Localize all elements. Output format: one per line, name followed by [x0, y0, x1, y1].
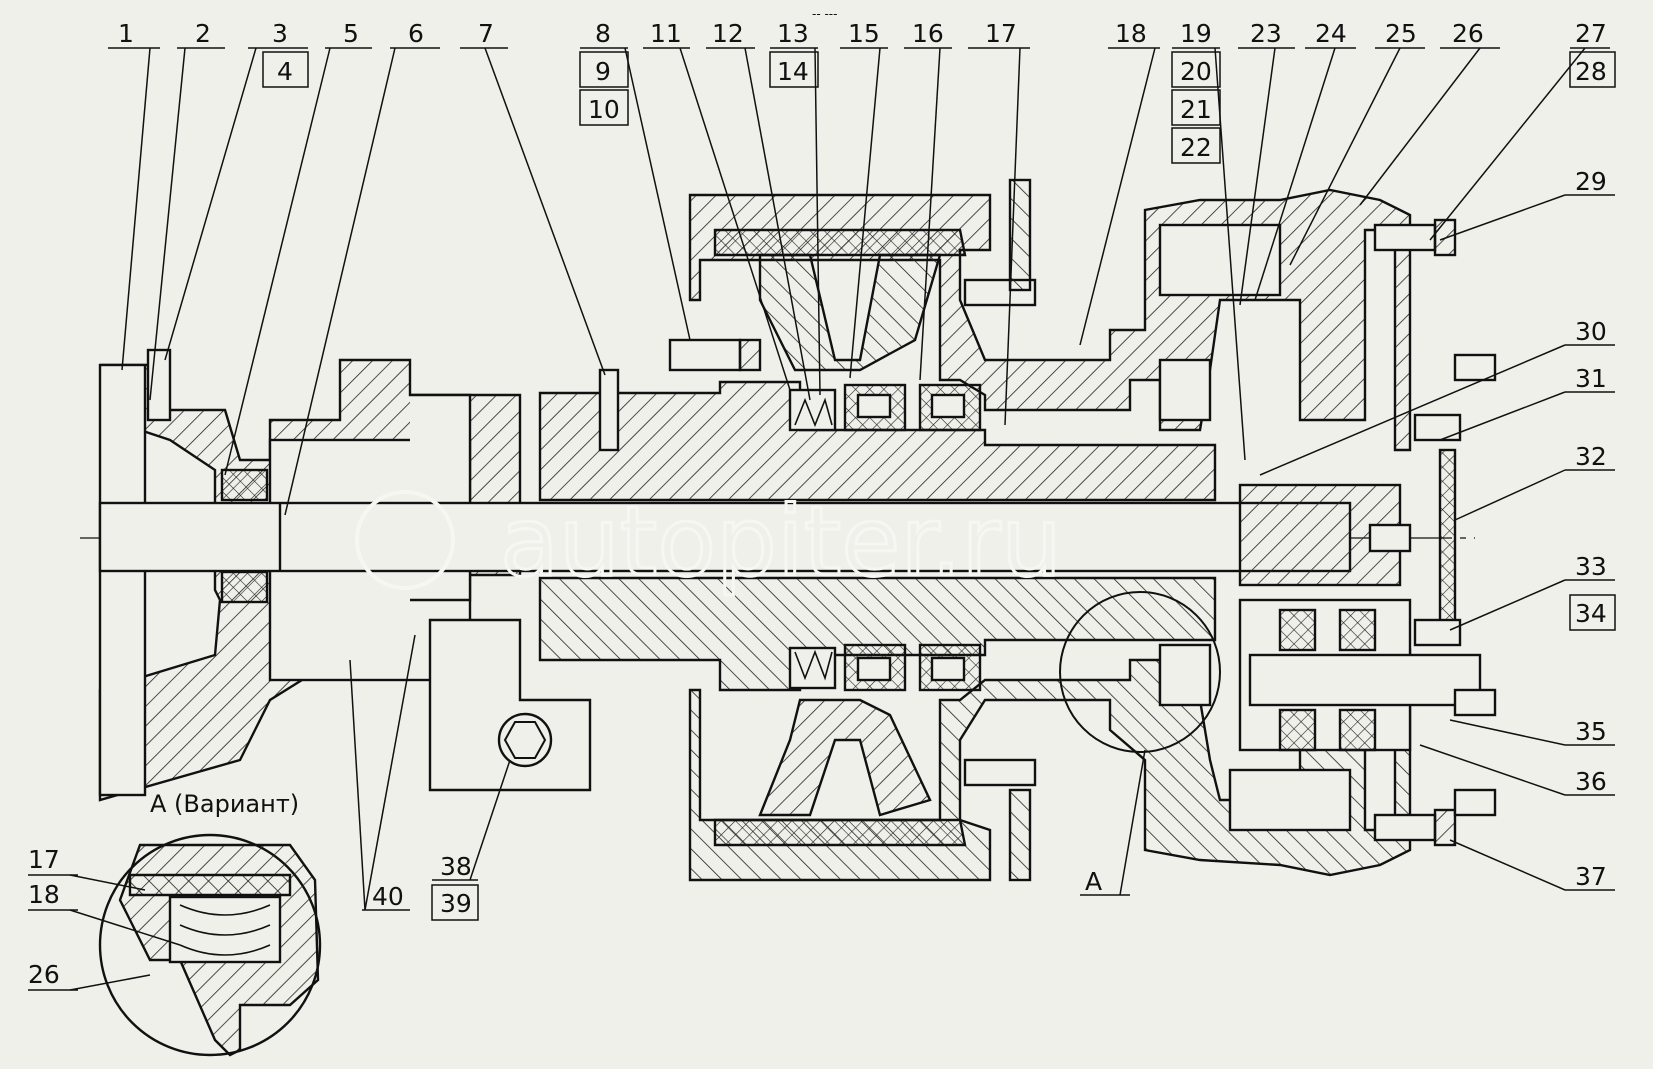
callout-19: 19: [1180, 19, 1212, 48]
callout-boxes: [262, 51, 1616, 921]
bolt-37: [1373, 813, 1437, 842]
callout-9: 9: [595, 57, 611, 86]
pump-bearing-right: [1338, 608, 1377, 652]
callout-29: 29: [1575, 167, 1607, 196]
detail-a-marker: [1059, 591, 1221, 753]
detail-callout-26: 26: [28, 960, 60, 989]
mount-bolt-head: [497, 712, 553, 768]
nut-18-upper: [1158, 358, 1212, 422]
callout-22: 22: [1180, 133, 1212, 162]
bolt-8-head: [738, 338, 762, 372]
callout-24: 24: [1315, 19, 1347, 48]
stud-17-lower: [963, 758, 1037, 787]
callout-23: 23: [1250, 19, 1282, 48]
mount-nut: [503, 721, 547, 759]
gear-web-upper: [758, 253, 942, 372]
gear-housing-upper-cavity: [1158, 223, 1282, 297]
bearing-pair-lower: [843, 643, 982, 692]
callout-18: 18: [1115, 19, 1147, 48]
callout-21: 21: [1180, 95, 1212, 124]
callout-20: 20: [1180, 57, 1212, 86]
output-shaft-bore: [1368, 523, 1412, 553]
stud-right-3: [1453, 788, 1497, 817]
callout-8: 8: [595, 19, 611, 48]
gear-web-lower: [758, 698, 932, 817]
callout-7: 7: [478, 19, 494, 48]
header-mark: -- ---: [812, 7, 837, 21]
bell-flange: [98, 363, 147, 797]
bolt-27: [1373, 223, 1437, 252]
pump-shaft: [1248, 653, 1482, 707]
seal-12-upper: [788, 388, 837, 432]
gear-housing-lower-cavity: [1228, 768, 1352, 832]
seal-12-upper-lips: [794, 397, 833, 428]
callout-6: 6: [408, 19, 424, 48]
detail-a-circle: [98, 833, 322, 1057]
callout-1: 1: [118, 19, 134, 48]
pump-bearing-left-b: [1278, 708, 1317, 752]
pin-7: [598, 368, 620, 452]
end-cover: [1438, 448, 1457, 632]
callout-10: 10: [588, 95, 620, 124]
callout-15: 15: [848, 19, 880, 48]
stud-right-2: [1453, 688, 1497, 717]
callout-40: 40: [372, 882, 404, 911]
detail-a-nut: [168, 895, 282, 964]
callout-30: 30: [1575, 317, 1607, 346]
callout-27: 27: [1575, 19, 1607, 48]
callout-14: 14: [777, 57, 809, 86]
callout-34: 34: [1575, 599, 1607, 628]
stud-right-1: [1453, 353, 1497, 382]
callout-26: 26: [1452, 19, 1484, 48]
left-seal-lower: [220, 570, 269, 604]
detail-a-caption: А (Вариант): [150, 790, 299, 818]
pump-bearing-right-b: [1338, 708, 1377, 752]
main-sleeve: [538, 380, 1217, 502]
callout-39: 39: [440, 889, 472, 918]
callout-32: 32: [1575, 442, 1607, 471]
ring-gear-upper: [713, 228, 967, 257]
callout-37: 37: [1575, 862, 1607, 891]
callout-2: 2: [195, 19, 211, 48]
callout-12: 12: [712, 19, 744, 48]
callout-3: 3: [272, 19, 288, 48]
callout-33: 33: [1575, 552, 1607, 581]
callout-35: 35: [1575, 717, 1607, 746]
input-shaft: [98, 501, 1352, 573]
callout-16: 16: [912, 19, 944, 48]
detail-callout-18: 18: [28, 880, 60, 909]
bolt-37-head: [1433, 808, 1457, 847]
flange-plate-lower: [1008, 788, 1032, 882]
callout-38: 38: [440, 852, 472, 881]
end-cover-bolt-upper: [1413, 413, 1462, 442]
watermark: autopiter.ru: [500, 486, 1062, 598]
ring-gear-lower: [713, 818, 967, 847]
detail-a-nut-thread: [179, 904, 271, 956]
main-section-view: [80, 178, 1497, 882]
detail-a-sleeve: [128, 873, 292, 897]
callout-4: 4: [277, 57, 293, 86]
end-cover-bolt-lower: [1413, 618, 1462, 647]
callout-25: 25: [1385, 19, 1417, 48]
callout-leaders: [28, 47, 1615, 991]
detail-callout-17: 17: [28, 845, 60, 874]
nut-18-lower: [1158, 643, 1212, 707]
section-mark-a: А: [1085, 867, 1102, 896]
pump-bearing-left: [1278, 608, 1317, 652]
watermark-logo: [355, 490, 455, 590]
callout-28: 28: [1575, 57, 1607, 86]
detail-a-view: [98, 833, 322, 1057]
bearing-pair-upper: [843, 383, 982, 432]
callout-5: 5: [343, 19, 359, 48]
callout-17: 17: [985, 19, 1017, 48]
callout-11: 11: [650, 19, 682, 48]
seal-12-lower-lips: [794, 649, 833, 681]
callout-36: 36: [1575, 767, 1607, 796]
flange-plate-upper: [1008, 178, 1032, 292]
callout-31: 31: [1575, 364, 1607, 393]
bolt-8: [668, 338, 742, 372]
callout-13: 13: [777, 19, 809, 48]
left-seal: [220, 468, 269, 502]
